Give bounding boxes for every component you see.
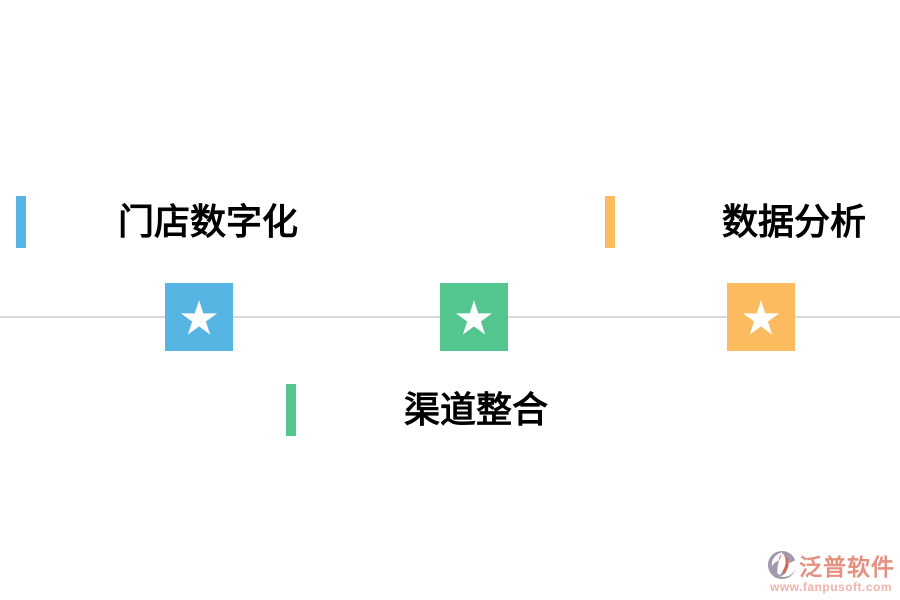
brand-watermark: 泛普软件 www.fanpusoft.com	[767, 550, 897, 594]
feature-label-data-analysis: 数据分析	[722, 201, 867, 242]
milestone-square-green	[440, 283, 508, 351]
brand-name: 泛普软件	[799, 554, 895, 580]
accent-bar-store-digitalization	[16, 196, 26, 248]
star-icon	[742, 299, 780, 335]
star-icon	[180, 299, 218, 335]
milestone-square-orange	[727, 283, 795, 351]
accent-bar-channel-integration	[286, 384, 296, 436]
accent-bar-data-analysis	[605, 196, 615, 248]
feature-label-store-digitalization: 门店数字化	[118, 201, 299, 242]
fanpu-logo-icon	[767, 550, 797, 580]
feature-label-channel-integration: 渠道整合	[404, 389, 549, 430]
star-icon	[455, 299, 493, 335]
brand-url: www.fanpusoft.com	[770, 580, 893, 594]
milestone-square-blue	[165, 283, 233, 351]
